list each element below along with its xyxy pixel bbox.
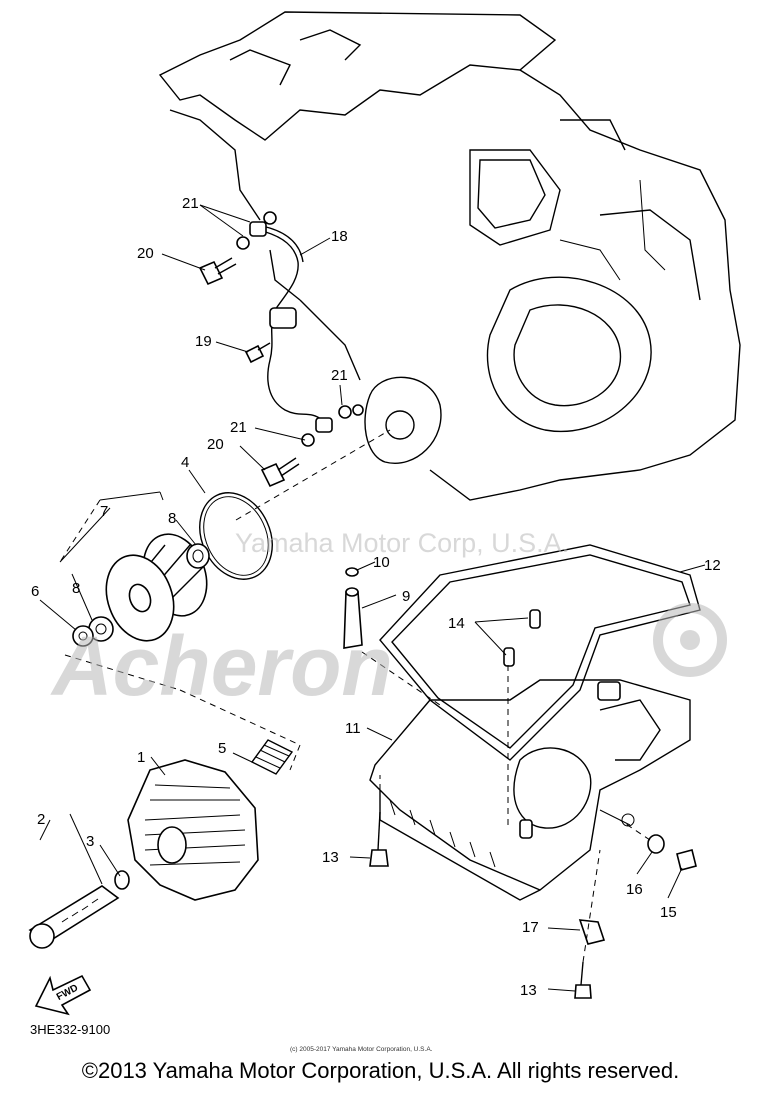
callout-20-upper: 20 xyxy=(137,245,154,262)
callout-labels: 1 2 3 4 5 6 7 8 8 9 10 11 12 13 13 14 15… xyxy=(31,195,721,999)
callout-6: 6 xyxy=(31,583,39,600)
forward-arrow: FWD xyxy=(34,974,92,1016)
callout-21-top: 21 xyxy=(182,195,199,212)
engine-block xyxy=(158,11,741,501)
callout-15: 15 xyxy=(660,904,677,921)
callout-12: 12 xyxy=(704,557,721,574)
watermark: Yamaha Motor Corp, U.S.A. Acheron xyxy=(50,528,727,713)
callout-5: 5 xyxy=(218,740,226,757)
callout-9: 9 xyxy=(402,588,410,605)
leader-lines xyxy=(39,204,706,992)
small-copyright: (c) 2005-2017 Yamaha Motor Corporation, … xyxy=(290,1046,433,1053)
callout-8-lower: 8 xyxy=(72,580,80,597)
callout-7: 7 xyxy=(100,503,108,520)
callout-10: 10 xyxy=(373,554,390,571)
callout-21-left: 21 xyxy=(230,419,247,436)
small-parts xyxy=(369,811,697,999)
watermark-logo-text: Acheron xyxy=(50,619,393,713)
callout-14: 14 xyxy=(448,615,465,632)
callout-21-middle: 21 xyxy=(331,367,348,384)
callout-18: 18 xyxy=(331,228,348,245)
filter-cover-parts xyxy=(28,739,294,949)
watermark-owner: Yamaha Motor Corp, U.S.A. xyxy=(235,528,569,558)
callout-4: 4 xyxy=(181,454,189,471)
callout-16: 16 xyxy=(626,881,643,898)
callout-13-upper: 13 xyxy=(322,849,339,866)
oil-pan xyxy=(369,544,701,901)
callout-1: 1 xyxy=(137,749,145,766)
oil-filter-element xyxy=(72,533,210,647)
diagram-code: 3HE332-9100 xyxy=(30,1022,110,1037)
callout-2: 2 xyxy=(37,811,45,828)
oil-pipe-assembly xyxy=(198,211,364,488)
callout-20-lower: 20 xyxy=(207,436,224,453)
callout-19: 19 xyxy=(195,333,212,350)
callout-8-upper: 8 xyxy=(168,510,176,527)
callout-3: 3 xyxy=(86,833,94,850)
copyright-notice: ©2013 Yamaha Motor Corporation, U.S.A. A… xyxy=(81,1058,680,1083)
callout-17: 17 xyxy=(522,919,539,936)
alignment-lines xyxy=(59,429,651,963)
callout-13-lower: 13 xyxy=(520,982,537,999)
relief-valve-parts xyxy=(343,567,541,667)
callout-11: 11 xyxy=(345,720,361,737)
